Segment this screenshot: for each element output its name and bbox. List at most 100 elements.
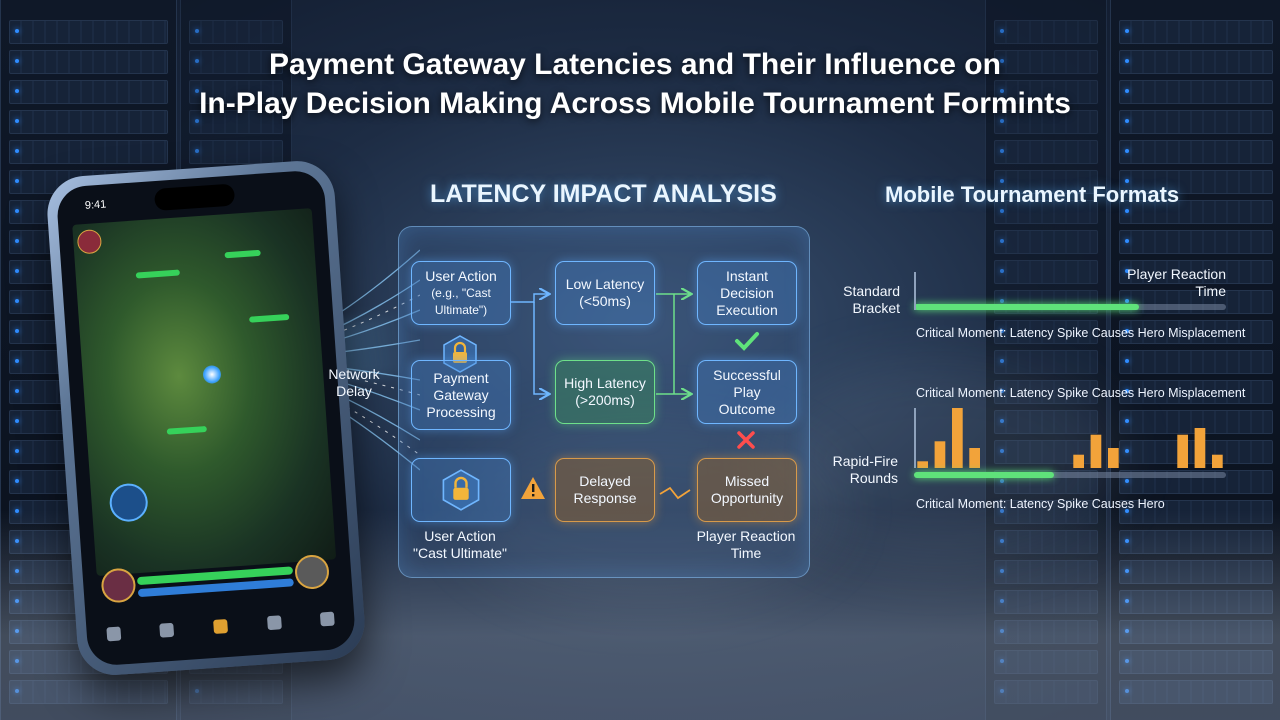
server-led — [15, 209, 19, 213]
low-latency-title: Low Latency — [565, 276, 645, 292]
server-led — [1125, 299, 1129, 303]
server-led — [195, 59, 199, 63]
spike-bar — [1108, 448, 1119, 468]
server-unit — [189, 50, 283, 74]
server-led — [15, 419, 19, 423]
server-led — [1000, 359, 1004, 363]
delayed-title: Delayed — [579, 473, 631, 489]
successful-play-node: Successful Play Outcome — [697, 360, 797, 424]
server-unit — [994, 230, 1098, 254]
server-unit — [1119, 80, 1273, 104]
server-unit — [994, 20, 1098, 44]
server-led — [15, 179, 19, 183]
reaction-line-2: Time — [730, 545, 762, 561]
game-view[interactable] — [72, 208, 337, 577]
rapid-line-1: Rapid-Fire — [832, 453, 898, 469]
server-led — [1125, 479, 1129, 483]
ability-effect-icon — [202, 364, 222, 385]
success-title: Successful Play — [713, 366, 781, 400]
payment-line-1: Payment — [433, 369, 489, 386]
spike-bar — [934, 441, 946, 468]
server-unit — [994, 50, 1098, 74]
rapid-progress-fill — [914, 472, 1055, 478]
server-unit — [994, 140, 1098, 164]
server-led — [1125, 269, 1129, 273]
server-led — [15, 149, 19, 153]
nav-settings-icon[interactable] — [320, 611, 335, 627]
server-led — [1125, 179, 1129, 183]
server-unit — [1119, 200, 1273, 224]
server-led — [15, 449, 19, 453]
critical-moment-note-1: Critical Moment: Latency Spike Causes He… — [916, 326, 1246, 340]
server-led — [1125, 59, 1129, 63]
server-led — [1000, 59, 1004, 63]
server-led — [1125, 209, 1129, 213]
latency-analysis-heading: LATENCY IMPACT ANALYSIS — [430, 180, 777, 208]
server-led — [1125, 359, 1129, 363]
instant-decision-node: Instant Decision Execution — [697, 261, 797, 325]
server-unit — [189, 110, 283, 134]
latency-analysis-panel — [398, 226, 810, 578]
instant-subtitle: Execution — [716, 301, 778, 318]
server-led — [195, 89, 199, 93]
network-delay-label: Network Delay — [318, 366, 390, 400]
server-unit — [1119, 170, 1273, 194]
hero-portrait-icon — [108, 482, 149, 523]
standard-progress-track — [914, 304, 1226, 310]
network-delay-line-1: Network — [328, 366, 380, 382]
fog — [460, 420, 840, 600]
server-unit — [1119, 290, 1273, 314]
nav-battle-icon[interactable] — [213, 619, 229, 634]
server-unit — [1119, 140, 1273, 164]
spike-bar — [1194, 428, 1206, 468]
axis-line — [914, 272, 916, 310]
formats-reaction-line-1: Player Reaction — [1127, 266, 1226, 282]
server-led — [15, 389, 19, 393]
game-bottom-nav — [86, 600, 356, 653]
nav-team-icon[interactable] — [266, 615, 282, 631]
nav-home-icon[interactable] — [106, 626, 122, 642]
critical-moment-note-3: Critical Moment: Latency Spike Causes He… — [916, 497, 1165, 511]
server-unit — [1119, 20, 1273, 44]
server-led — [1125, 119, 1129, 123]
health-bar — [166, 425, 207, 435]
user-action-title: User Action — [425, 267, 497, 284]
missed-opportunity-node: Missed Opportunity — [697, 458, 797, 522]
server-unit — [994, 440, 1098, 464]
server-led — [15, 329, 19, 333]
spike-bar — [969, 448, 980, 468]
server-led — [1125, 449, 1129, 453]
server-unit — [994, 200, 1098, 224]
spike-bar — [1073, 454, 1084, 468]
server-unit — [189, 140, 283, 164]
latency-spike-chart — [914, 408, 1223, 468]
server-unit — [994, 80, 1098, 104]
spike-bar — [952, 408, 963, 468]
hero-portrait-icon — [76, 228, 103, 255]
server-unit — [994, 260, 1098, 284]
server-led — [15, 359, 19, 363]
cross-icon — [736, 430, 756, 455]
payment-gateway-node: Payment Gateway Processing — [411, 360, 511, 430]
server-unit — [189, 20, 283, 44]
server-unit — [994, 410, 1098, 434]
main-title-line-1: Payment Gateway Latencies and Their Infl… — [269, 48, 1001, 81]
user-action-node: User Action (e.g., "Cast Ultimate") — [411, 261, 511, 325]
server-led — [1000, 29, 1004, 33]
server-unit — [994, 320, 1098, 344]
server-led — [1000, 269, 1004, 273]
rapid-line-2: Rounds — [849, 470, 898, 486]
status-time: 9:41 — [84, 198, 107, 212]
payment-line-2: Gateway — [433, 386, 489, 403]
spike-bar — [917, 461, 928, 468]
high-latency-node: High Latency (>200ms) — [555, 360, 655, 424]
smartphone: 9:41 — [44, 158, 368, 678]
server-led — [15, 59, 19, 63]
server-unit — [9, 80, 168, 104]
server-unit — [9, 110, 168, 134]
spike-bar — [1212, 454, 1223, 468]
health-bar — [249, 313, 290, 323]
nav-shop-icon[interactable] — [159, 622, 175, 638]
server-unit — [9, 50, 168, 74]
standard-bracket-label: Standard Bracket — [820, 283, 900, 317]
